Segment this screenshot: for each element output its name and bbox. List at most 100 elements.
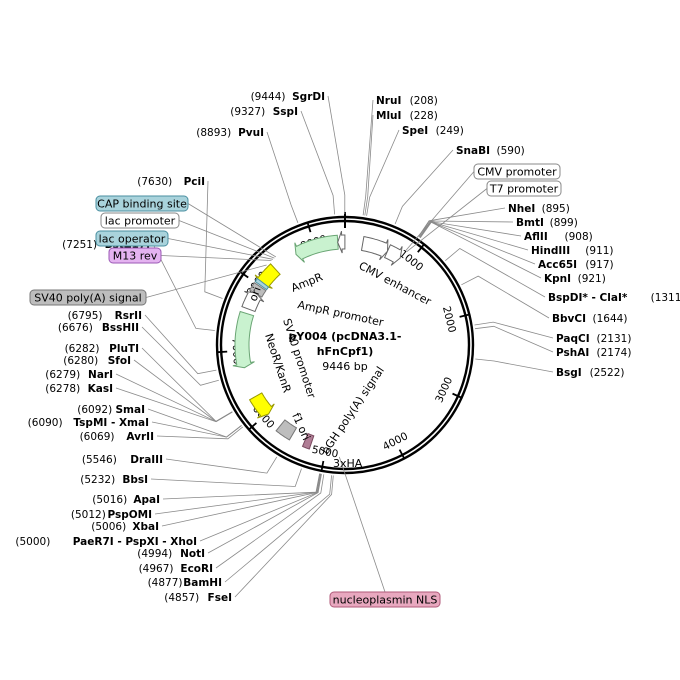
site-leader-line (461, 275, 550, 319)
site-position: (921) (578, 273, 606, 285)
site-name: PciI (184, 176, 205, 188)
site-position: (208) (410, 95, 438, 107)
site-name: MluI (376, 110, 401, 122)
site-leader-line (419, 221, 542, 279)
site-leader-line (133, 359, 233, 422)
boxed-label-text: M13 rev (113, 250, 158, 263)
tick-line-5000 (320, 460, 325, 471)
site-leader-line (234, 475, 334, 598)
site-position: (5016) (92, 494, 127, 506)
site-position: (6279) (45, 369, 80, 381)
boxed-label-bg (29, 289, 147, 306)
site-position: (4994) (137, 548, 172, 560)
site-leader-line (266, 131, 299, 223)
site-position: (7251) (62, 239, 97, 251)
site-leader-line (207, 473, 322, 554)
site-leader-line (475, 358, 554, 373)
site-leader-line (300, 110, 335, 215)
feature-arrow-ampr-promoter (337, 230, 346, 254)
feature-label-3xha: 3xHA (333, 457, 363, 470)
site-name: BsgI (556, 367, 582, 379)
boxed-label-bg (108, 247, 162, 264)
site-name: XbaI (132, 521, 159, 533)
site-position: (8893) (196, 127, 231, 139)
site-name: BssHII (102, 322, 139, 334)
tick-label-2000: 2000 (440, 305, 458, 334)
feature-label-bgh: bGH poly(A) signal (319, 364, 387, 456)
tick-label-4000: 4000 (381, 430, 410, 453)
boxed-label-bg (95, 195, 189, 212)
site-name: HindIII (531, 245, 570, 257)
site-position: (4857) (164, 592, 199, 604)
site-position: (9444) (251, 91, 286, 103)
site-name: AflII (524, 231, 548, 243)
tick-line-8000 (239, 271, 249, 279)
feature-label-ampr-promoter: AmpR promoter (296, 298, 385, 329)
site-position: (2174) (597, 347, 632, 359)
boxed-label-text: lac promoter (105, 215, 176, 228)
boxed-label-text: nucleoplasmin NLS (333, 594, 438, 607)
site-leader-line (150, 468, 302, 487)
site-leader-line (215, 474, 325, 569)
site-position: (7630) (137, 176, 172, 188)
site-leader-line (445, 248, 546, 298)
boxed-label-leader (160, 255, 272, 261)
tick-line-2000 (459, 313, 470, 318)
site-position: (590) (497, 145, 525, 157)
site-position: (4967) (139, 563, 174, 575)
site-name: RsrII (115, 310, 142, 322)
boxed-label-leader (406, 188, 488, 252)
feature-arrow-sv40-promoter (241, 290, 265, 313)
site-leader-line (156, 426, 244, 440)
site-name: EcoRI (180, 563, 213, 575)
site-leader-line (144, 314, 217, 375)
boxed-label-text: lac operator (99, 233, 166, 246)
feature-arrows (232, 230, 403, 450)
site-name: SfoI (108, 355, 131, 367)
site-position: (249) (436, 125, 464, 137)
site-name: BmtI (516, 217, 544, 229)
site-position: (5006) (91, 521, 126, 533)
site-leader-line (199, 473, 322, 542)
site-name: SspI (273, 106, 298, 118)
site-position: (6092) (77, 404, 112, 416)
site-name: Acc65I (538, 259, 577, 271)
boxed-label-bg (486, 180, 562, 197)
feature-arrow-cmv-promoter (383, 244, 403, 266)
boxed-label-bg (473, 163, 561, 180)
site-name: DraIII (130, 454, 163, 466)
site-name: KpnI (544, 273, 571, 285)
site-position: (911) (585, 245, 613, 257)
site-name: PluTI (109, 343, 139, 355)
site-leader-line (394, 149, 454, 225)
site-name: SgrDI (292, 91, 325, 103)
site-leader-lines (115, 95, 554, 598)
site-leader-line (327, 95, 346, 214)
site-leader-line (154, 473, 321, 515)
tick-line-7000 (217, 350, 228, 354)
site-name: NotI (180, 548, 205, 560)
site-position: (6676) (58, 322, 93, 334)
site-position: (1311) (651, 292, 680, 304)
site-position: (6280) (63, 355, 98, 367)
site-name: TspMI - XmaI (73, 417, 149, 429)
feature-arrow-f1-ori (248, 392, 275, 419)
site-name: NheI (508, 203, 535, 215)
site-position: (6069) (80, 431, 115, 443)
site-leader-line (152, 243, 215, 331)
site-position: (2522) (590, 367, 625, 379)
feature-arrow-bgh-poly-a-signal (275, 419, 298, 441)
tick-line-3000 (452, 392, 462, 399)
site-leader-line (204, 180, 223, 299)
site-name: SmaI (116, 404, 146, 416)
site-leader-line (474, 321, 554, 339)
boxed-label-leader (405, 171, 475, 252)
site-leader-line (141, 326, 219, 386)
plasmid-title-line1: pY004 (pcDNA3.1- (289, 330, 402, 343)
site-position: (2131) (597, 333, 632, 345)
site-leader-line (151, 421, 242, 438)
feature-arrow-lac-operator (254, 277, 270, 291)
tick-line-9000 (306, 222, 312, 233)
